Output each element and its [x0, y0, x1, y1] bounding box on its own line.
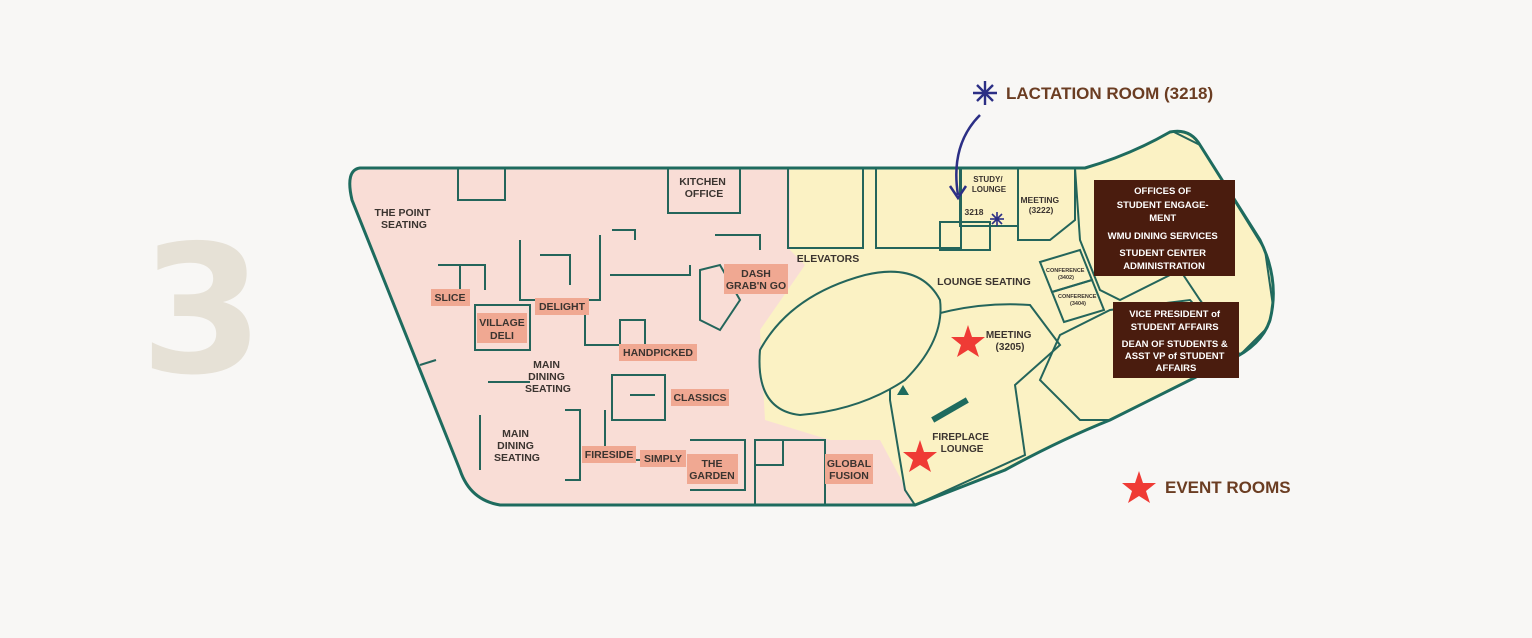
legend-event-rooms: EVENT ROOMS	[1122, 471, 1291, 503]
room-3218-label: 3218	[965, 207, 984, 217]
conference-3404-room	[1050, 278, 1106, 324]
dining-area	[349, 160, 915, 505]
legend-event-rooms-label: EVENT ROOMS	[1165, 478, 1291, 497]
conference-3402-label: CONFERENCE (3402)	[1046, 268, 1086, 281]
legend-lactation-label: LACTATION ROOM (3218)	[1006, 84, 1213, 103]
point-seating-label: THE POINT SEATING	[375, 207, 434, 231]
building-outline	[348, 129, 1275, 507]
fireplace-lounge-label: FIREPLACE LOUNGE	[932, 432, 991, 455]
vendor-simply: SIMPLY	[640, 450, 686, 467]
vendor-handpicked: HANDPICKED	[619, 344, 697, 361]
vendor-delight: DELIGHT	[535, 298, 589, 315]
study-lounge-label: STUDY/ LOUNGE	[972, 175, 1007, 194]
event-star-icon	[903, 440, 937, 472]
vendor-slice: SLICE	[431, 289, 470, 306]
legend-lactation: LACTATION ROOM (3218)	[973, 81, 1213, 105]
stair-arrow-icon	[897, 385, 909, 395]
svg-text:FIRESIDE: FIRESIDE	[585, 449, 633, 461]
main-dining-label-2: MAIN DINING SEATING	[494, 428, 540, 464]
svg-text:SIMPLY: SIMPLY	[644, 453, 682, 465]
meeting-3222-label: MEETING (3222)	[1020, 195, 1061, 215]
event-star-legend-icon	[1122, 471, 1156, 503]
svg-text:HANDPICKED: HANDPICKED	[623, 347, 693, 359]
event-star-icon	[951, 325, 985, 357]
vendor-classics: CLASSICS	[671, 389, 729, 406]
kitchen-office-label: KITCHEN OFFICE	[679, 176, 729, 200]
floor-number: 3	[140, 207, 264, 414]
lounge-seating-label: LOUNGE SEATING	[937, 276, 1031, 288]
atrium-opening	[758, 270, 942, 417]
lactation-small-icon	[990, 212, 1004, 226]
svg-text:OFFICES OF STUDENT ENGAG: OFFICES OF STUDENT ENGAGE- MENT WMU DINI…	[1108, 186, 1221, 272]
svg-text:CLASSICS: CLASSICS	[673, 392, 726, 404]
offices-box-student-affairs: VICE PRESIDENT of STUDENT AFFAIRS DEAN O…	[1113, 302, 1239, 378]
lactation-icon	[973, 81, 997, 105]
fireplace-icon	[931, 397, 969, 423]
main-dining-label-1: MAIN DINING SEATING	[525, 359, 571, 395]
meeting-3205-label: MEETING (3205)	[986, 330, 1034, 353]
offices-box-engagement: OFFICES OF STUDENT ENGAGE- MENT WMU DINI…	[1094, 180, 1235, 276]
svg-text:SLICE: SLICE	[435, 292, 466, 304]
elevators-label: ELEVATORS	[797, 253, 859, 265]
svg-text:VICE PRESIDENT of STUDEN: VICE PRESIDENT of STUDENT AFFAIRS DEAN O…	[1122, 309, 1231, 374]
vendor-fireside: FIRESIDE	[582, 446, 636, 463]
lactation-arrow	[955, 114, 981, 196]
svg-text:DELIGHT: DELIGHT	[539, 301, 586, 313]
conference-3404-label: CONFERENCE (3404)	[1058, 294, 1098, 307]
